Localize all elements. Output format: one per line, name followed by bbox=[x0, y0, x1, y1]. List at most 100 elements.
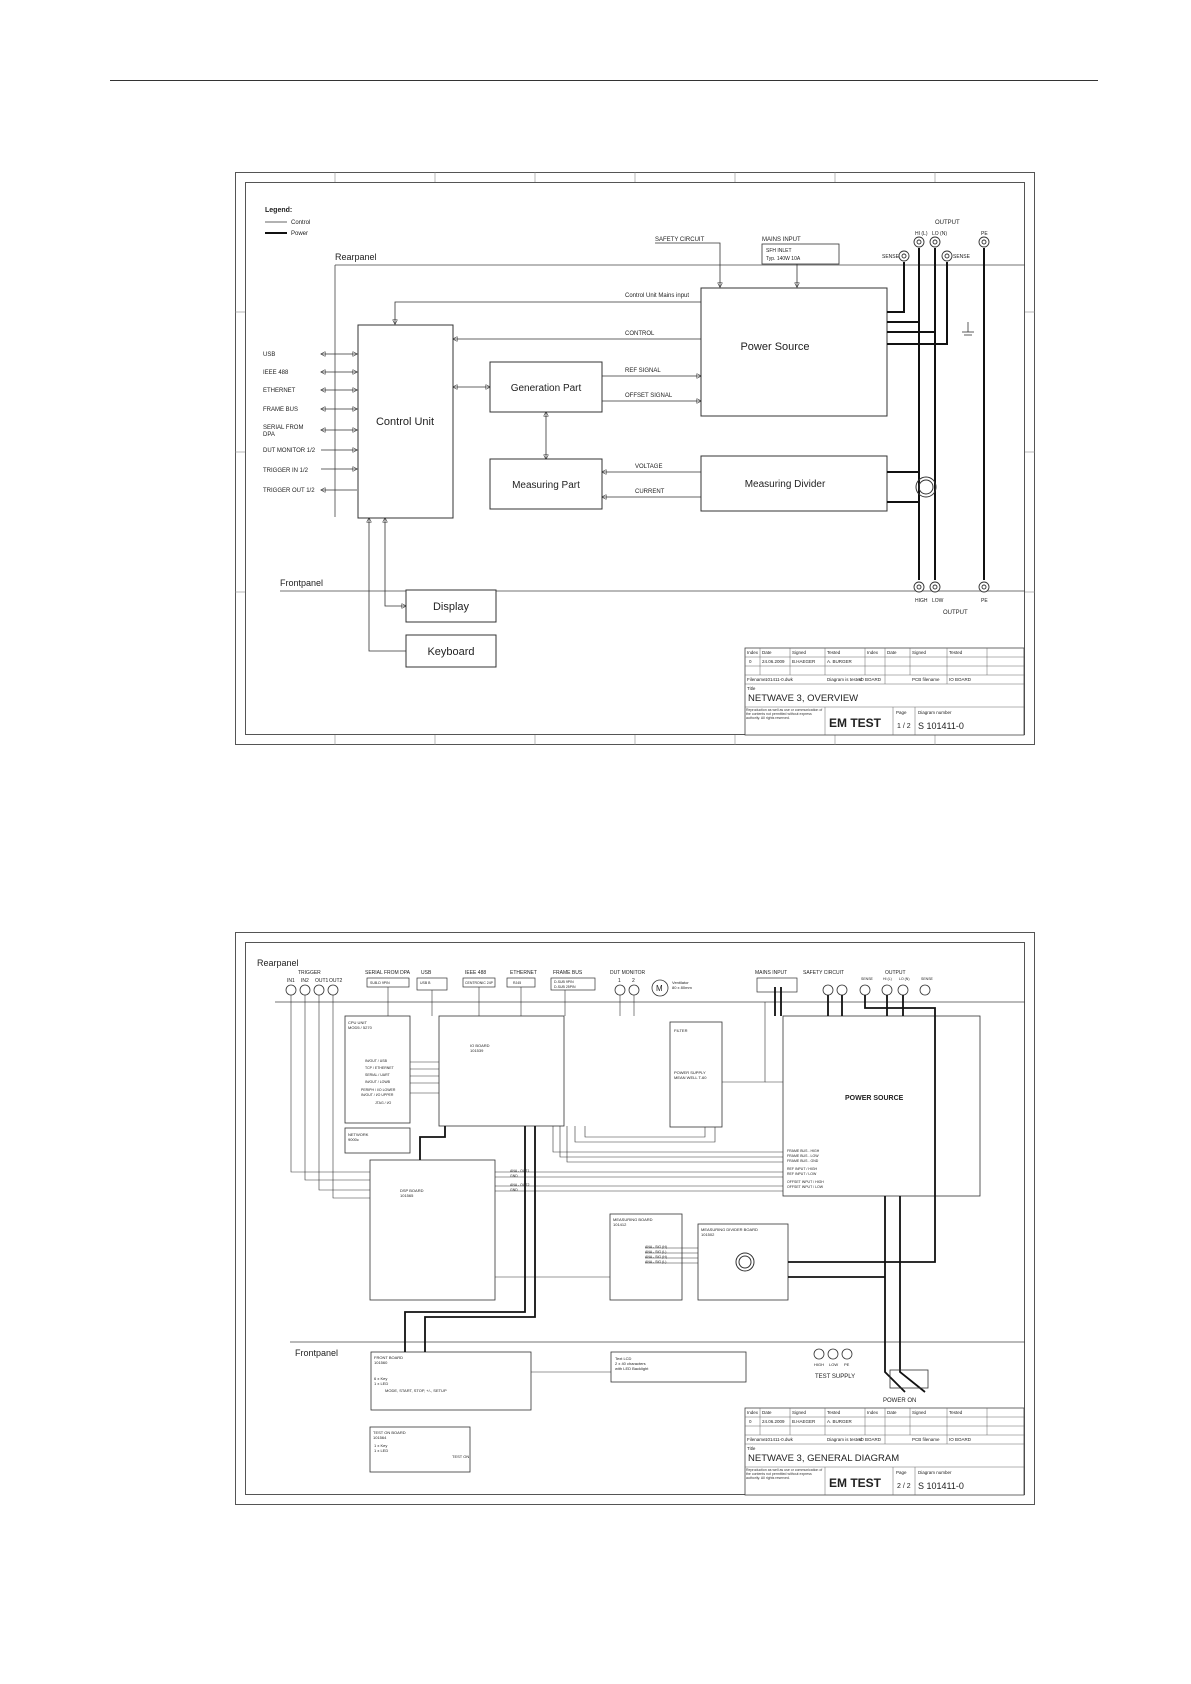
g-power-supply-sub: MEAN WELL T-60 bbox=[674, 1075, 707, 1080]
tb2-filename-label: Filename bbox=[747, 1437, 766, 1442]
mains-box-line-2: Typ. 140W 10A bbox=[766, 256, 801, 262]
network-box bbox=[344, 1127, 411, 1154]
rearpanel-label: Rearpanel bbox=[335, 252, 377, 262]
g-serial-from-dpa: SERIAL FROM DPA bbox=[365, 970, 411, 976]
legend-control: Control bbox=[291, 220, 310, 226]
tb1-pcb-label: PCB filename bbox=[912, 677, 940, 682]
g-power-source: POWER SOURCE bbox=[845, 1095, 904, 1102]
mains-input-label: MAINS INPUT bbox=[762, 237, 801, 243]
tb2-h4: Index bbox=[867, 1410, 879, 1415]
tb2-page: 2 / 2 bbox=[897, 1483, 911, 1490]
output-low-label: LOW bbox=[932, 598, 944, 604]
g-cpu-port-0: IN/OUT / USB bbox=[365, 1059, 388, 1063]
g-dsp-sig-3: GND bbox=[510, 1188, 518, 1192]
tb2-page-label: Page bbox=[896, 1470, 907, 1475]
power-on-switch-icon bbox=[889, 1369, 929, 1389]
g-ts-low: LOW bbox=[829, 1362, 838, 1367]
output-sense-left: SENSE bbox=[882, 254, 900, 260]
tb2-h7: Tested bbox=[949, 1410, 963, 1415]
output-high-label: HIGH bbox=[915, 598, 928, 604]
current-label: CURRENT bbox=[635, 489, 665, 495]
tb1-r0: 0 bbox=[749, 659, 752, 664]
g-ps-sig-6: OFFSET INPUT / LOW bbox=[787, 1185, 824, 1189]
tb1-r3: A. BURGER bbox=[827, 659, 853, 664]
g-conn-rj45: RJ45 bbox=[513, 981, 521, 985]
measuring-divider-block bbox=[700, 455, 888, 512]
mains-box-line-1: SFH INLET bbox=[766, 248, 792, 254]
g-test-on-sub: 101564 bbox=[373, 1435, 387, 1440]
g-keys-note: 6 x Key bbox=[374, 1376, 387, 1381]
port-usb: USB bbox=[263, 352, 275, 358]
tb1-notice: Reproduction as well as use or communica… bbox=[746, 708, 823, 720]
g-keys-label: MODE, START, STOP, +/-, SETUP bbox=[385, 1388, 447, 1393]
g-trigger-in2: IN2 bbox=[301, 978, 309, 984]
g-dut-pin-2: 2 bbox=[632, 978, 635, 984]
io-board-box bbox=[438, 1015, 565, 1127]
voltage-label: VOLTAGE bbox=[635, 464, 662, 470]
g-dsp-sig-2: ANA - OUT2 bbox=[510, 1183, 530, 1187]
tb1-h3: Tested bbox=[827, 650, 841, 655]
header-rule bbox=[110, 80, 1098, 81]
g-conn-centronic: CENTRONIC 24P bbox=[465, 981, 494, 985]
tb2-r3: A. BURGER bbox=[827, 1419, 853, 1424]
control-unit-mains-input-label: Control Unit Mains input bbox=[625, 293, 689, 299]
tb1-title: NETWAVE 3, OVERVIEW bbox=[748, 693, 858, 704]
tb2-company-logo: EM TEST bbox=[829, 1476, 882, 1490]
current-transformer-icon bbox=[915, 476, 937, 498]
tb2-tested-label: Diagram is tested bbox=[827, 1437, 863, 1442]
legend-title: Legend: bbox=[265, 207, 292, 214]
g-cpu-port-4: PERIPH / I/O LOWER bbox=[361, 1088, 396, 1092]
tb1-tested-label: Diagram is tested bbox=[827, 677, 863, 682]
tb2-h2: Signed bbox=[792, 1410, 807, 1415]
tb2-notice: Reproduction as well as use or communica… bbox=[746, 1468, 823, 1480]
g-cpu-sub: MOD5 / 5270 bbox=[348, 1025, 373, 1030]
legend-power: Power bbox=[291, 231, 308, 237]
ref-signal-label: REF SIGNAL bbox=[625, 368, 661, 374]
test-on-board-box bbox=[369, 1426, 471, 1473]
cpu-unit-box bbox=[344, 1015, 411, 1124]
port-serial-from: SERIAL FROM bbox=[263, 425, 303, 431]
g-out-sense-2: SENSE bbox=[921, 977, 934, 981]
g-cpu-port-2: SERIAL / UART bbox=[365, 1073, 391, 1077]
tb1-page-label: Page bbox=[896, 710, 907, 715]
g-ps-sig-5: OFFSET INPUT / HIGH bbox=[787, 1180, 824, 1184]
output-top-label: OUTPUT bbox=[935, 220, 960, 226]
output-pe-label: PE bbox=[981, 231, 988, 237]
g-front-board: FRONT BOARD bbox=[374, 1355, 403, 1360]
g-conn-dsub9b: D-SUB 9PIN bbox=[554, 980, 574, 984]
tb1-filename: 101411-0.dwk bbox=[765, 677, 794, 682]
g-test-note-1: 1 x Key bbox=[374, 1443, 387, 1448]
title-block-2: Index Date Signed Tested Index Date Sign… bbox=[744, 1407, 1025, 1496]
g-divider-board: MEASURING DIVIDER BOARD bbox=[701, 1227, 758, 1232]
overview-diagram: Legend: Control Power Rearpanel Frontpan… bbox=[235, 172, 1035, 745]
tb1-title-label: Title bbox=[747, 686, 756, 691]
port-ethernet: ETHERNET bbox=[263, 388, 296, 394]
g-cpu: CPU UNIT bbox=[348, 1020, 367, 1025]
front-board-box bbox=[370, 1351, 532, 1411]
tb1-diagram-number: S 101411-0 bbox=[918, 721, 964, 731]
g-out-hi: HI (L) bbox=[883, 977, 892, 981]
g-trigger-out1: OUT1 bbox=[315, 978, 329, 984]
port-dpa: DPA bbox=[263, 432, 275, 438]
tb2-h1: Date bbox=[762, 1410, 772, 1415]
overview-diagram-sheet: Legend: Control Power Rearpanel Frontpan… bbox=[235, 172, 1035, 745]
port-trigger-in: TRIGGER IN 1/2 bbox=[263, 468, 309, 474]
tb2-pcb: IO BOARD bbox=[949, 1437, 972, 1442]
g-text-lcd-2: 2 x 40 characters bbox=[615, 1361, 646, 1366]
tb2-pcb-label: PCB filename bbox=[912, 1437, 940, 1442]
tb1-pcb: IO BOARD bbox=[949, 677, 972, 682]
g-power-on: POWER ON bbox=[883, 1398, 916, 1404]
generation-part-label: Generation Part bbox=[511, 383, 582, 394]
tb1-company-logo: EM TEST bbox=[829, 716, 882, 730]
output-low-n-label: LO (N) bbox=[932, 231, 947, 237]
dsp-board-box bbox=[369, 1159, 496, 1301]
fan-icon: M bbox=[656, 984, 663, 993]
g-divider-sub: 101502 bbox=[701, 1232, 715, 1237]
sheet2-frame bbox=[235, 932, 1035, 1505]
control-unit-label: Control Unit bbox=[376, 416, 434, 428]
output-bottom-label: OUTPUT bbox=[943, 610, 968, 616]
g-led-note: 1 x LED bbox=[374, 1381, 388, 1386]
output-pe-bottom-label: PE bbox=[981, 598, 988, 604]
g-conn-dsub9: SUB-D 9PIN bbox=[370, 981, 390, 985]
measuring-divider-label: Measuring Divider bbox=[745, 479, 826, 490]
